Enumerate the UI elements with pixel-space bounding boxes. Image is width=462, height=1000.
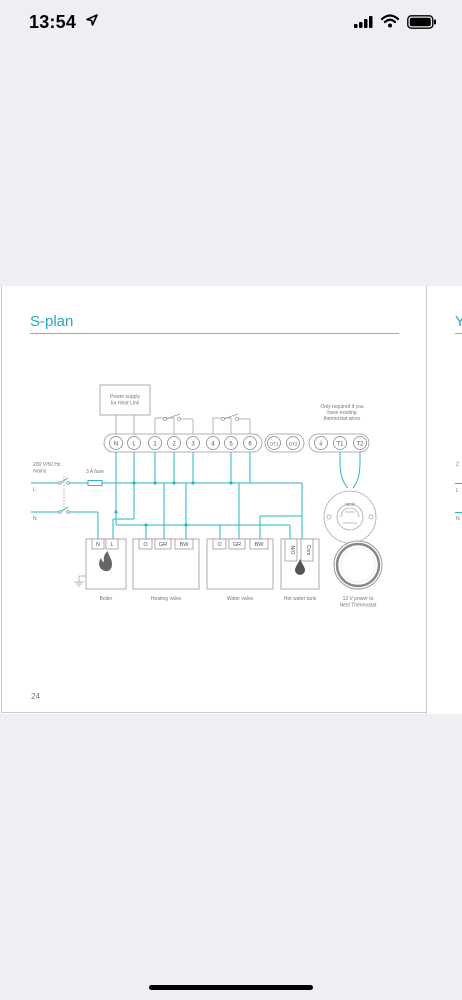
next-page-divider [455,333,462,334]
terminal-t0-label: ⏚ [318,441,324,448]
relay-switch-1 [154,413,194,436]
terminal-t1-label: T1 [336,442,344,448]
nest-heat-link [323,490,377,544]
heat-link-brand: nest [345,502,355,508]
terminal-7-label: 5 [229,442,233,448]
next-page-mains-fragment: 2 [456,462,459,468]
terminal-ot2 [286,436,300,450]
terminal-2 [127,436,141,450]
device-terminal-label: N [96,542,100,548]
terminal-t0 [314,436,328,450]
next-page-wire [455,483,462,484]
power-supply-box [99,384,151,416]
boiler-device [85,538,127,590]
terminal-1-label: N [114,442,118,448]
water-valve-device [206,538,274,590]
terminal-8 [243,436,257,450]
ground-symbol [74,575,86,587]
terminal-t1 [333,436,347,450]
water-drop-icon [295,559,305,575]
next-page-title: Y [455,313,462,330]
nest-thermostat [333,540,383,590]
device-name-label: Water valve [227,596,253,602]
device-name-label: Boiler [100,596,113,602]
terminal-5-label: 3 [191,442,195,448]
terminal-t2 [353,436,367,450]
page-title: S-plan [30,313,74,330]
device-terminal-label: L [110,542,113,548]
page-divider [426,286,427,714]
cellular-signal-icon [354,16,373,28]
neutral-label: N [33,516,37,522]
next-page-preview[interactable]: Y 2 L N [427,286,462,714]
home-indicator[interactable] [149,985,313,990]
terminal-3-label: 1 [153,442,157,448]
terminal-3 [148,436,162,450]
page-number: 24 [31,692,40,701]
next-page-wire [455,512,462,513]
terminal-ot1 [267,436,281,450]
title-divider [30,333,399,334]
device-terminal-label: BW [255,542,265,548]
device-terminal-label: O [143,542,148,548]
next-page-neutral-fragment: N [456,516,460,522]
hot-water-tank-device [280,538,320,590]
fuse-label: 3 A fuse [86,469,104,475]
terminal-1 [109,436,123,450]
terminal-8-label: 6 [248,442,252,448]
status-bar: 13:54 [0,0,462,48]
status-time: 13:54 [29,12,77,32]
terminal-t2-label: T2 [356,442,364,448]
terminal-ot1-label: OT1 [270,442,279,447]
terminal-ot2-label: OT2 [289,442,298,447]
device-terminal-label: GR [159,542,167,548]
device-terminal-label: O [217,542,222,548]
terminal-4-label: 2 [172,442,176,448]
fuse [87,480,103,486]
device-terminal-label: Com [305,545,311,556]
terminal-2-label: L [132,442,136,448]
live-label: L [33,487,36,493]
flame-icon [99,551,112,572]
device-terminal-label: BW [180,542,190,548]
terminal-6-label: 4 [211,442,215,448]
battery-icon [407,15,436,29]
terminal-7 [224,436,238,450]
device-terminal-label: GR [233,542,241,548]
device-name-label: Hot water tank [284,596,317,602]
heating-valve-device [132,538,200,590]
device-name-label: Heating valve [151,596,182,602]
wifi-icon [381,14,399,28]
terminal-4 [167,436,181,450]
terminal-6 [206,436,220,450]
terminal-strip-main [103,433,263,453]
device-terminal-label: N/O [289,546,295,555]
relay-switch-2 [212,413,251,436]
terminal-5 [186,436,200,450]
location-arrow-icon [86,14,98,26]
next-page-live-fragment: L [456,488,459,494]
